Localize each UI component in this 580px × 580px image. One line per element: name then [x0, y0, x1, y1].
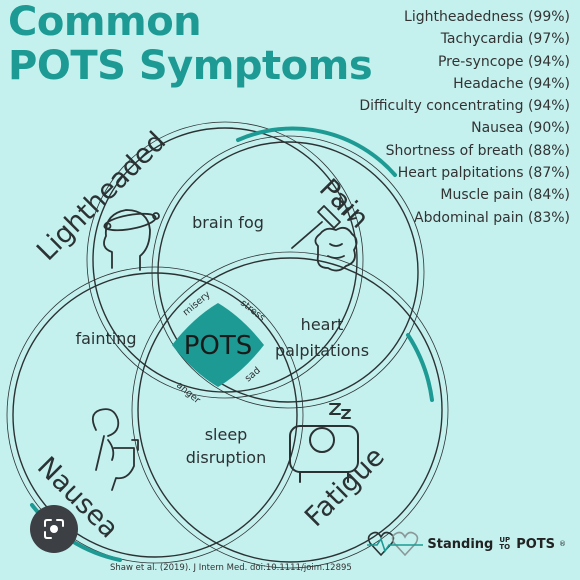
dizzy-head-icon [103, 209, 160, 271]
circle-nausea-outer [6, 266, 304, 564]
accent-arc-fatigue [406, 333, 434, 402]
symptom-item: Pre-syncope (94%) [437, 53, 570, 70]
center-label: POTS [184, 331, 253, 361]
sick-toilet-icon [91, 408, 139, 491]
brand-up-to: UP TO [499, 537, 510, 551]
symptom-item: Shortness of breath (88%) [385, 142, 570, 159]
circle-lightheaded [92, 127, 358, 393]
circle-fatigue-outer [131, 251, 449, 569]
heartbeat-logo-icon [367, 531, 424, 557]
overlap-heart: heart [301, 315, 344, 334]
circle-label-pain: Pain [313, 173, 375, 235]
brand-mark: ® [559, 540, 566, 548]
brand-part-1: Standing [427, 536, 494, 552]
symptom-item: Abdominal pain (83%) [414, 209, 570, 226]
overlap-fainting: fainting [75, 329, 136, 348]
hammer-brain-icon [291, 197, 358, 272]
symptom-item: Headache (94%) [453, 75, 570, 92]
symptom-item: Tachycardia (97%) [440, 31, 570, 48]
brand-part-2: POTS [516, 536, 555, 552]
brand-up: UP [499, 536, 511, 544]
circle-label-lightheaded: Lightheaded [31, 126, 172, 267]
overlap-sleep: sleep [205, 425, 248, 444]
circle-fatigue [137, 257, 443, 563]
lens-search-button[interactable] [30, 505, 78, 553]
overlap-brain-fog: brain fog [192, 213, 264, 232]
accent-arc-pain [236, 126, 397, 177]
overlap-disruption: disruption [186, 448, 266, 467]
circle-lightheaded-outer [86, 121, 364, 399]
circle-pain [157, 141, 419, 403]
standing-up-to-pots-logo: Standing UP TO POTS ® [367, 531, 566, 557]
lens-icon [44, 519, 64, 539]
symptom-item: Nausea (90%) [471, 120, 570, 137]
circle-label-fatigue: Fatigue [299, 441, 391, 533]
brand-to: TO [499, 543, 511, 551]
symptom-item: Lightheadedness (99%) [404, 9, 570, 25]
symptom-item: Heart palpitations (87%) [397, 165, 570, 182]
overlap-palpitations: palpitations [275, 341, 369, 360]
symptom-item: Difficulty concentrating (94%) [359, 98, 570, 115]
citation: Shaw et al. (2019). J Intern Med. doi:10… [110, 563, 352, 573]
center-diamond [172, 303, 264, 387]
title-line-1: Common [8, 0, 202, 45]
emotion-anger: anger [174, 380, 202, 406]
page-title: Common POTS Symptoms [8, 0, 373, 89]
circle-pain-outer [151, 135, 425, 409]
emotion-sad: sad [243, 365, 263, 384]
sleeping-person-icon [289, 403, 359, 483]
circle-nausea [12, 272, 298, 558]
symptom-item: Muscle pain (84%) [440, 187, 570, 204]
symptom-list: Lightheadedness (99%) Tachycardia (97%) … [359, 6, 570, 229]
emotion-stress: stress [238, 298, 267, 324]
title-line-2: POTS Symptoms [8, 43, 373, 89]
